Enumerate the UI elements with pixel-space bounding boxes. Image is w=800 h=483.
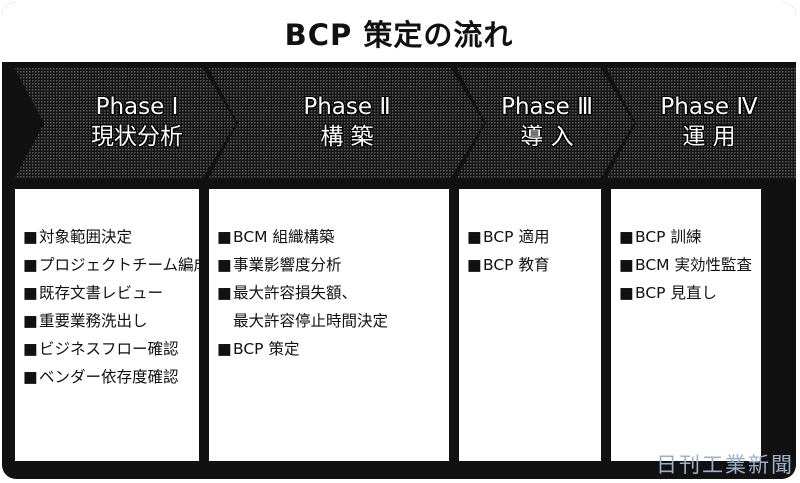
phase-3-label: Phase Ⅲ bbox=[501, 94, 593, 120]
list-item: ■既存文書レビュー bbox=[23, 284, 164, 302]
phase-4-header: Phase Ⅳ 運 用 bbox=[634, 92, 784, 152]
phase-2-header: Phase Ⅱ 構 築 bbox=[272, 92, 422, 152]
phase-3-header: Phase Ⅲ 導 入 bbox=[482, 92, 612, 152]
list-item: ■BCP 教育 bbox=[467, 256, 550, 274]
list-item: ■プロジェクトチーム編成 bbox=[23, 256, 210, 274]
phase-2-name: 構 築 bbox=[320, 124, 374, 150]
phase-3-name: 導 入 bbox=[520, 124, 574, 150]
list-item: ■BCP 訓練 bbox=[619, 228, 702, 246]
list-item: ■最大許容損失額、 bbox=[217, 284, 358, 302]
phase-2-box: ■BCM 組織構築 ■事業影響度分析 ■最大許容損失額、 最大許容停止時間決定 … bbox=[208, 188, 450, 462]
phase-1-header: Phase Ⅰ 現状分析 bbox=[62, 92, 212, 152]
phase-1-box: ■対象範囲決定 ■プロジェクトチーム編成 ■既存文書レビュー ■重要業務洗出し … bbox=[14, 188, 210, 462]
list-item: ■ビジネスフロー確認 bbox=[23, 340, 179, 358]
list-item: ■BCP 適用 bbox=[467, 228, 550, 246]
list-item: ■BCP 見直し bbox=[619, 284, 717, 302]
list-item: ■対象範囲決定 bbox=[23, 228, 133, 246]
publisher-watermark: 日刊工業新聞 bbox=[656, 453, 794, 477]
list-item: ■BCP 策定 bbox=[217, 340, 300, 358]
list-item: ■BCM 組織構築 bbox=[217, 228, 335, 246]
list-item: 最大許容停止時間決定 bbox=[233, 312, 389, 330]
chevron-phase-2 bbox=[208, 67, 484, 179]
diagram-title: BCP 策定の流れ bbox=[284, 18, 514, 52]
phase-4-box: ■BCP 訓練 ■BCM 実効性監査 ■BCP 見直し bbox=[610, 188, 762, 462]
title-area bbox=[2, 2, 796, 62]
chevron-phase-3 bbox=[456, 67, 634, 179]
phase-2-label: Phase Ⅱ bbox=[303, 94, 391, 120]
phase-1-name: 現状分析 bbox=[91, 124, 183, 150]
chevron-phase-4 bbox=[606, 67, 796, 179]
list-item: ■事業影響度分析 bbox=[217, 256, 342, 274]
phase-3-box: ■BCP 適用 ■BCP 教育 bbox=[458, 188, 602, 462]
list-item: ■BCM 実効性監査 bbox=[619, 256, 752, 274]
phase-4-label: Phase Ⅳ bbox=[660, 94, 758, 120]
list-item: ■ベンダー依存度確認 bbox=[23, 368, 179, 386]
phase-1-label: Phase Ⅰ bbox=[95, 94, 179, 120]
phase-4-name: 運 用 bbox=[682, 124, 736, 150]
chevron-phase-1 bbox=[14, 67, 236, 179]
list-item: ■重要業務洗出し bbox=[23, 312, 148, 330]
